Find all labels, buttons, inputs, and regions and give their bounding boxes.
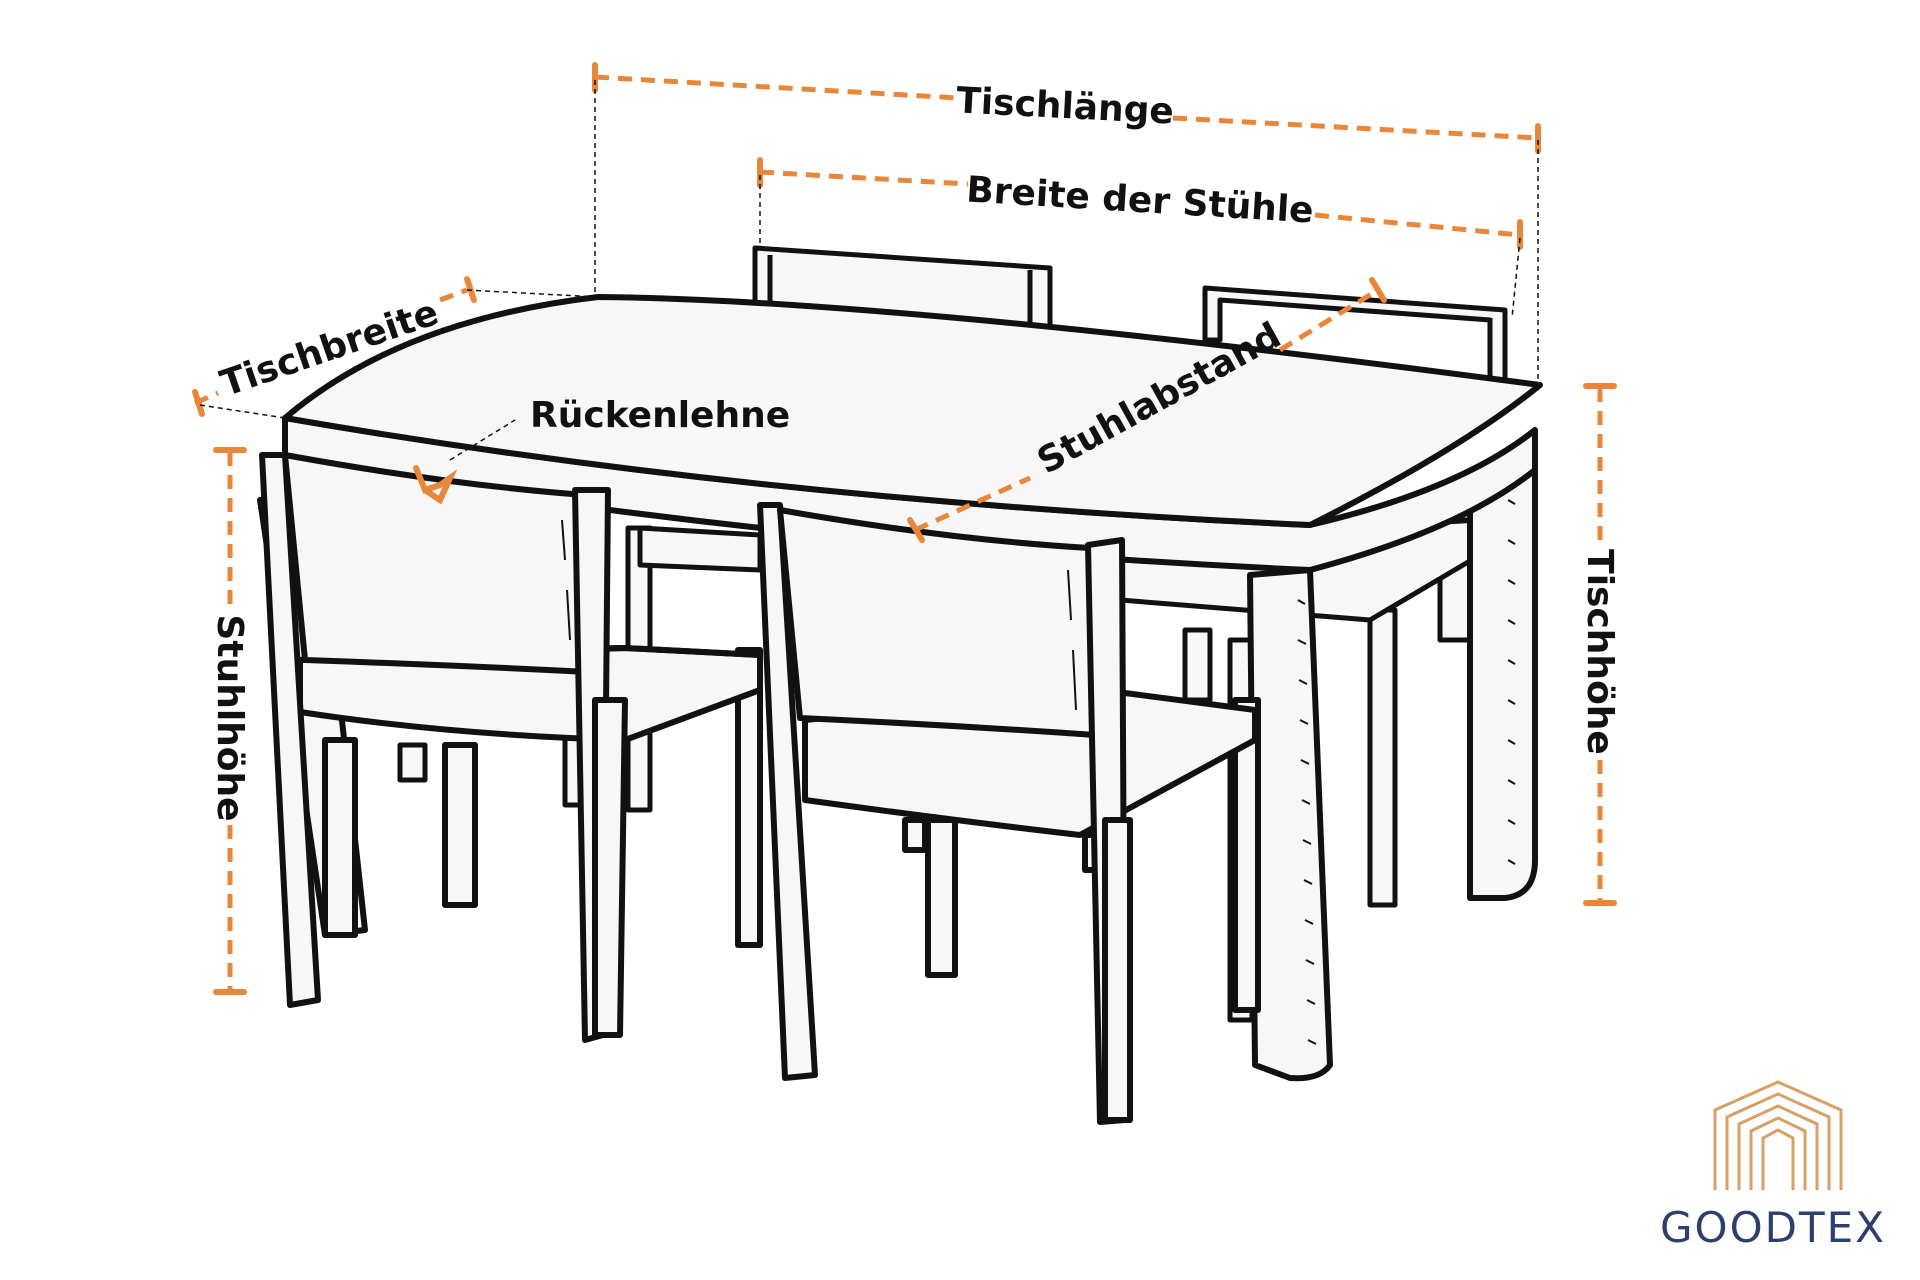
table-top <box>282 294 1543 528</box>
label-chair-height: Stuhlhöhe <box>209 614 250 821</box>
dim-chair-width <box>759 169 1521 238</box>
front-right-chair-detail <box>1067 569 1077 711</box>
dim-table-length <box>594 74 1539 141</box>
label-table-length: Tischlänge <box>955 80 1175 132</box>
label-table-height: Tischhöhe <box>1579 549 1620 755</box>
front-left-chair-detail <box>561 519 571 641</box>
table-leg-front-right <box>1247 567 1333 1082</box>
extension-lines <box>199 80 1539 461</box>
table <box>257 294 1543 1082</box>
label-chair-width: Breite der Stühle <box>965 169 1315 231</box>
label-backrest: Rückenlehne <box>530 395 790 436</box>
front-left-chair <box>259 452 763 1043</box>
brand-logo-icon <box>1713 1080 1843 1190</box>
table-leg-back-right <box>1467 467 1538 901</box>
brand-name: GOODTEX <box>1660 1203 1886 1252</box>
front-right-chair <box>757 502 1261 1125</box>
back-chair-right <box>1202 285 1508 383</box>
leg-hatching <box>1297 499 1516 1045</box>
dim-chair-spacing <box>913 287 1380 533</box>
